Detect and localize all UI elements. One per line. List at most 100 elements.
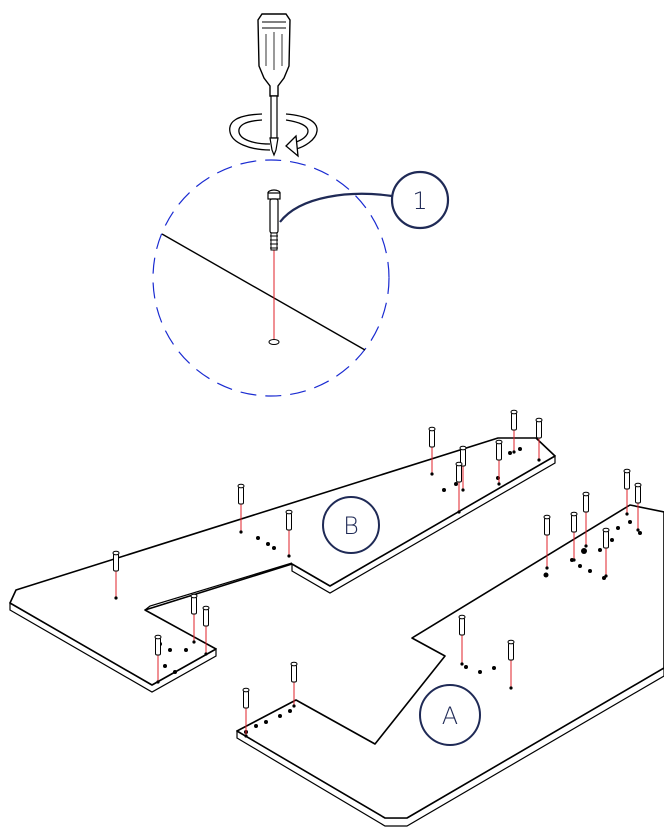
bolt-head [507,639,515,645]
panel-a-label: A [442,702,458,730]
cam-bolt-icon [267,189,281,251]
bolt-hole [512,450,516,454]
bolt-head [455,461,463,467]
bolt-hole [584,544,588,548]
panel-b-callout-circle [322,496,380,554]
bolt-body [511,412,517,431]
cam-bolt-icon [154,634,162,684]
cam-bolt-icon [507,639,515,690]
bolt-body [286,512,292,531]
bolt-body [603,530,609,549]
cam-bolt-icon [237,483,245,534]
bolt-hole [636,528,640,532]
bolt-head [202,605,210,611]
bolt-head [190,593,198,599]
bolt-head [535,417,543,423]
cam-bolt-icon [202,605,210,656]
bolt-body [238,486,244,505]
bolt-body [635,485,641,504]
cam-bolt-icon [290,661,298,708]
bolt-body [243,690,249,709]
cam-bolt-icon [428,426,436,476]
bolt-body [456,464,462,483]
bolt-body [496,442,502,461]
bolt-head [237,483,245,489]
bolt-body [155,637,161,656]
callout-leader [279,192,393,223]
bolt-hole [239,530,243,534]
bolt-hole [509,686,513,690]
bolt-head [154,634,162,640]
bolt-body [624,471,630,490]
cam-bolt-icon [623,468,631,516]
bolt-body [583,494,589,513]
bolt-body [113,553,119,572]
cam-bolt-icon [535,417,543,462]
bolt-hole [604,574,608,578]
bolt-hole [457,510,461,514]
bolt-head [510,409,518,415]
cam-bolts [112,409,642,738]
bolt-body [459,617,465,636]
cam-bolt-icon [570,511,578,562]
bolt-head [623,468,631,474]
bolt-hole [460,662,464,666]
bolt-body [544,517,550,536]
panel-edge-detail [161,233,366,351]
bolt-body [203,608,209,627]
bolt-body [508,642,514,661]
bolt-head [112,550,120,556]
bolt-hole [625,512,629,516]
bolt-head [290,661,298,667]
bolt-hole [287,554,291,558]
detail-circle-outline [152,159,390,397]
bolt-head [582,491,590,497]
screwdriver-icon [257,13,291,157]
detail-callout: 1 [390,170,450,230]
panel-b-top [9,437,556,686]
cam-bolt-icon [285,509,293,558]
bolt-body [291,664,297,683]
detail-view [152,159,393,397]
bolt-body [536,420,542,439]
cam-bolt-icon [459,445,467,492]
bolt-hole [292,704,296,708]
bolt-hole [430,472,434,476]
bolt-body [191,596,197,615]
bolt-head [242,687,250,693]
panel-a-callout-circle [419,684,481,746]
bolt-hole [114,596,118,600]
detail-callout-label: 1 [412,187,427,215]
bolt-head [495,439,503,445]
panel-a-top [236,504,664,819]
bolt-head [543,514,551,520]
cam-bolt-icon [190,593,198,644]
bolt-hole [545,566,549,570]
bolt-head [428,426,436,432]
bolt-hole [461,488,465,492]
bolt-hole [497,482,501,486]
bolt-head [285,509,293,515]
bolt-head [570,511,578,517]
panel-b-callout: B [322,496,380,554]
detail-callout-circle [390,170,450,230]
cam-bolt-icon [543,514,551,570]
bolt-body [571,514,577,533]
panel-b-label: B [343,512,359,540]
cam-bolt-icon [510,409,518,454]
bolt-hole [572,558,576,562]
cam-bolt-icon [112,550,120,600]
bolt-hole [537,458,541,462]
rotation-arrow-icon [229,113,318,158]
cam-bolt-icon [582,491,590,548]
bolt-hole [156,680,160,684]
drill-hole [268,339,280,345]
cam-bolt-icon [634,482,642,532]
cam-bolt-icon [602,527,610,578]
bolt-hole [192,640,196,644]
panel-a-callout: A [419,684,481,746]
cam-bolt-icon [495,439,503,486]
bolt-body [429,429,435,448]
cam-bolt-icon [242,687,250,738]
